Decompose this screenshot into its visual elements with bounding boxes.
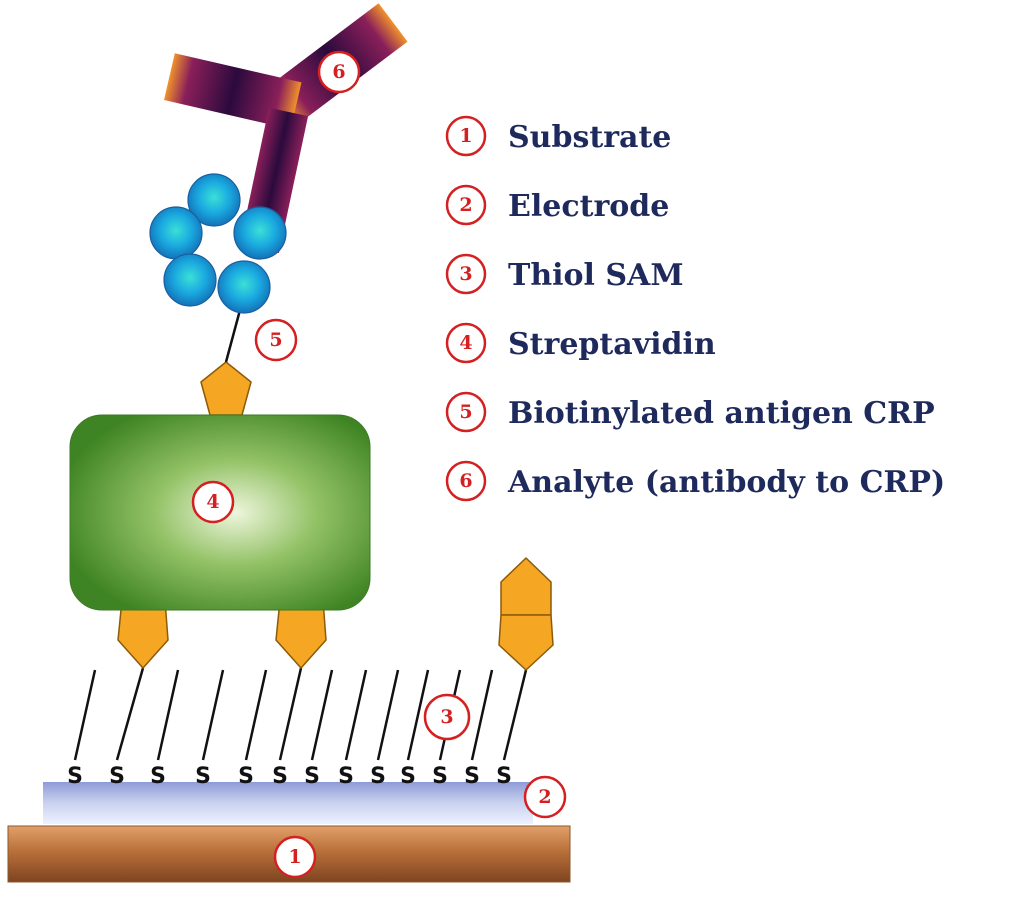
- thiol-chain: [201, 669, 225, 761]
- sulfur-atom: S: [304, 764, 320, 789]
- svg-text:Substrate: Substrate: [508, 120, 671, 155]
- svg-text:6: 6: [332, 61, 345, 83]
- sulfur-atom: S: [109, 764, 125, 789]
- legend-item-streptavidin: 4 Streptavidin: [445, 322, 716, 364]
- badge-6: 6: [317, 50, 361, 94]
- antigen-subunit-1: [187, 173, 241, 227]
- badge-5: 5: [254, 318, 298, 362]
- sulfur-atom: S: [432, 764, 448, 789]
- biotin-group: [117, 361, 554, 671]
- antigen-subunit-4: [163, 253, 217, 307]
- sulfur-atom: S: [400, 764, 416, 789]
- legend-item-electrode: 2 Electrode: [445, 184, 669, 226]
- svg-text:Streptavidin: Streptavidin: [508, 327, 716, 362]
- sulfur-atom: S: [67, 764, 83, 789]
- svg-text:Electrode: Electrode: [508, 189, 669, 224]
- svg-text:1: 1: [288, 846, 301, 868]
- sulfur-atom: S: [195, 764, 211, 789]
- electrode-layer: [43, 782, 533, 824]
- svg-text:6: 6: [459, 470, 472, 492]
- svg-text:Biotinylated antigen CRP: Biotinylated antigen CRP: [508, 396, 935, 431]
- thiol-chain: [502, 669, 528, 761]
- biotin-4-top: [200, 361, 252, 416]
- badge-3: 3: [423, 693, 471, 741]
- sulfur-atom: S: [496, 764, 512, 789]
- legend-item-analyte: 6 Analyte (antibody to CRP): [445, 460, 945, 502]
- svg-text:1: 1: [459, 125, 472, 147]
- thiol-chain: [310, 669, 334, 761]
- biotin-3-lower: [498, 614, 554, 671]
- sulfur-atom: S: [150, 764, 166, 789]
- sulfur-atom: S: [272, 764, 288, 789]
- sulfur-atom: S: [338, 764, 354, 789]
- svg-text:5: 5: [269, 329, 282, 351]
- thiol-chain: [344, 669, 368, 761]
- svg-text:Thiol SAM: Thiol SAM: [508, 258, 684, 293]
- sulfur-atom: S: [238, 764, 254, 789]
- antigen-subunit-2: [149, 206, 203, 260]
- sulfur-atom: S: [464, 764, 480, 789]
- thiol-chain: [73, 669, 97, 761]
- thiol-chain: [406, 669, 430, 761]
- legend-item-thiol-sam: 3 Thiol SAM: [445, 253, 684, 295]
- thiol-chain: [244, 669, 268, 761]
- svg-text:2: 2: [538, 786, 551, 808]
- svg-text:2: 2: [459, 194, 472, 216]
- antigen-crp-cluster: [149, 173, 287, 314]
- thiol-chain: [156, 669, 180, 761]
- thiol-chain: [115, 667, 145, 761]
- thiol-chain: [376, 669, 400, 761]
- biotin-3-upper: [500, 557, 552, 616]
- svg-text:5: 5: [459, 401, 472, 423]
- svg-text:4: 4: [459, 332, 472, 354]
- svg-text:Analyte (antibody to CRP): Analyte (antibody to CRP): [507, 465, 945, 500]
- badge-1: 1: [273, 835, 317, 879]
- thiol-chain: [278, 667, 303, 761]
- badge-2: 2: [523, 775, 567, 819]
- antigen-subunit-3: [233, 206, 287, 260]
- svg-text:3: 3: [459, 263, 472, 285]
- badge-4: 4: [191, 480, 235, 524]
- svg-text:4: 4: [206, 491, 219, 513]
- legend-item-substrate: 1 Substrate: [445, 115, 671, 157]
- legend: 1 Substrate 2 Electrode 3 Thiol SAM 4 St…: [445, 115, 945, 502]
- svg-text:3: 3: [440, 706, 453, 728]
- antigen-linker: [224, 309, 242, 363]
- thiol-chain: [470, 669, 494, 761]
- antigen-subunit-5: [217, 260, 271, 314]
- legend-item-biotinylated-antigen: 5 Biotinylated antigen CRP: [445, 391, 935, 433]
- sulfur-atom: S: [370, 764, 386, 789]
